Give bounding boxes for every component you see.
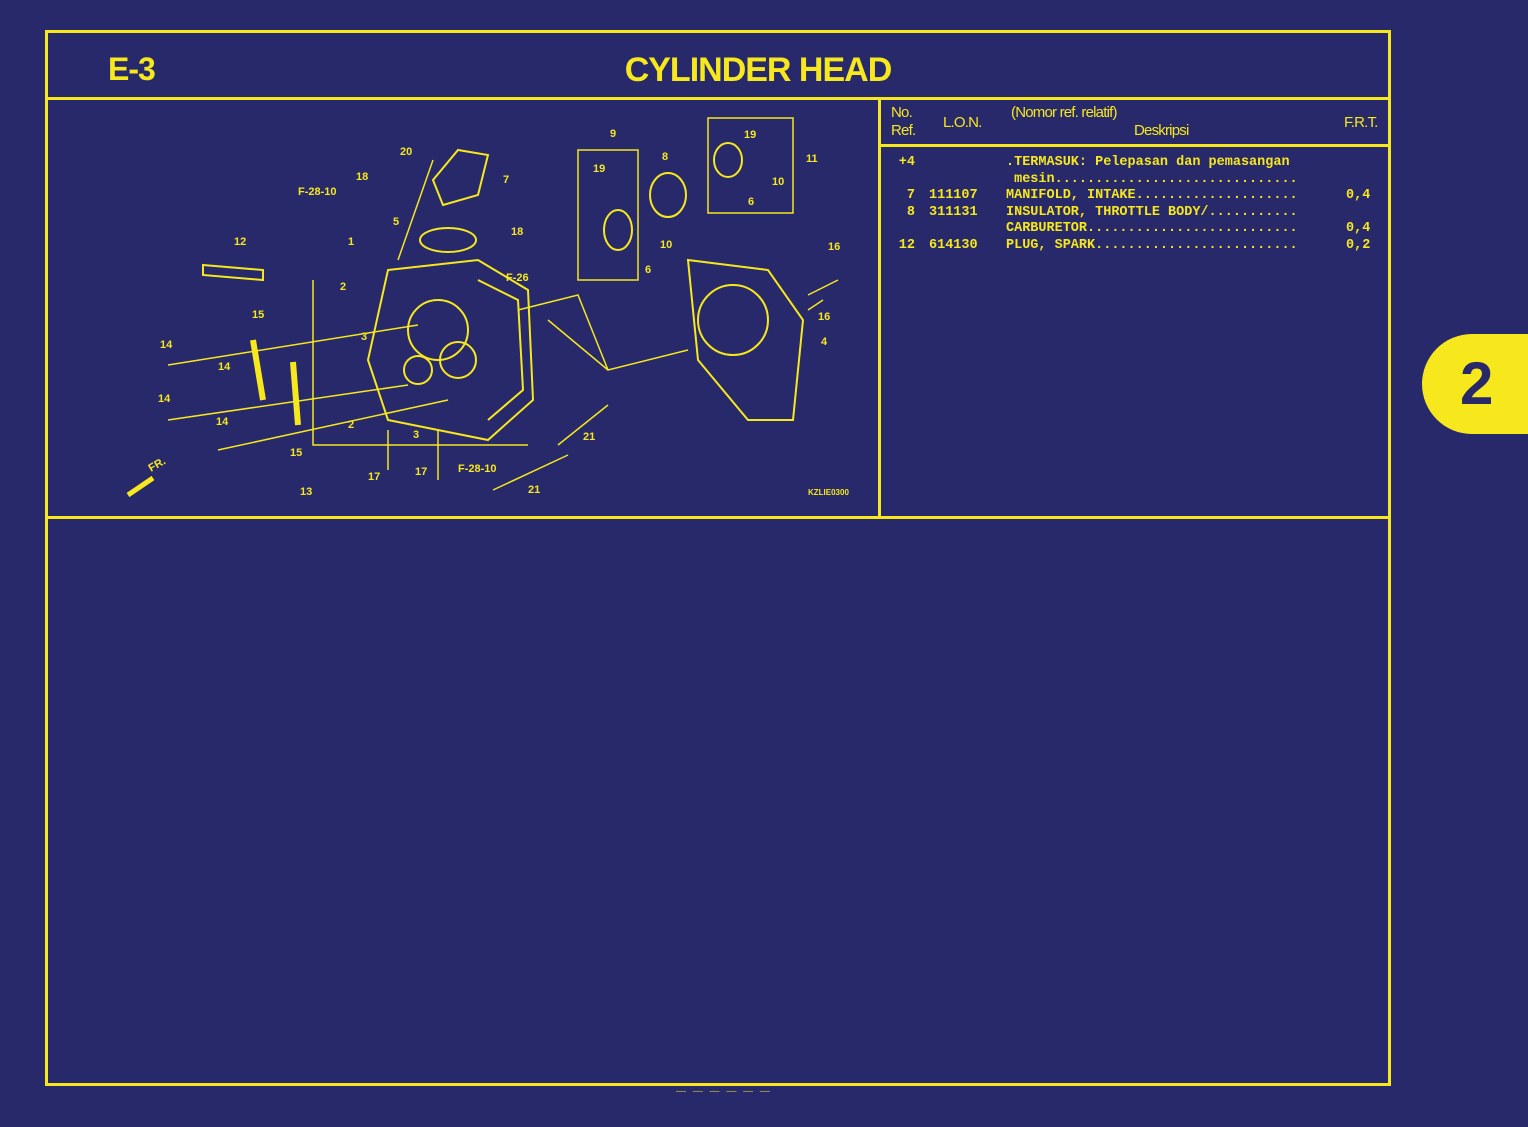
- cell-ref: 8: [906, 204, 915, 220]
- insulator-part: [649, 172, 687, 218]
- callout-label: 21: [528, 484, 540, 496]
- callout-label: 14: [216, 416, 229, 428]
- callout-label: 1: [348, 236, 354, 248]
- col-no-header: No.: [891, 104, 913, 121]
- col-frt-header: F.R.T.: [1344, 114, 1378, 131]
- table-header: No. Ref. L.O.N. (Nomor ref. relatif) Des…: [881, 100, 1388, 147]
- callout-label: 19: [744, 129, 756, 141]
- callout-label: 15: [252, 309, 264, 321]
- callout-label: F-28-10: [298, 186, 337, 198]
- cell-desc: mesin..............................: [1006, 171, 1298, 187]
- section-code: E-3: [108, 51, 156, 87]
- parts-table: No. Ref. L.O.N. (Nomor ref. relatif) Des…: [881, 100, 1388, 519]
- callout-label: 14: [160, 339, 173, 351]
- callout-label: 13: [300, 486, 312, 498]
- callout-label: 16: [818, 311, 830, 323]
- callout-label: 17: [415, 466, 427, 478]
- page-title: CYLINDER HEAD: [624, 51, 893, 89]
- front-arrow-icon: [126, 475, 155, 498]
- diagram-code: KZLIE0300: [808, 488, 849, 497]
- callout-label: 14: [218, 361, 231, 373]
- gasket-part: [686, 258, 805, 421]
- callout-label: 2: [348, 419, 354, 431]
- callout-label: 15: [290, 447, 302, 459]
- col-desc-header: Deskripsi: [1134, 122, 1189, 139]
- callout-label: 18: [511, 226, 523, 238]
- callout-label: 6: [748, 196, 754, 208]
- col-ref-header: Ref.: [891, 122, 916, 139]
- callout-label: 5: [393, 216, 399, 228]
- section-tab[interactable]: 2: [1422, 334, 1528, 434]
- cell-ref: +4: [898, 155, 915, 170]
- cell-desc: PLUG, SPARK.........................: [1006, 237, 1298, 253]
- cell-frt: 0,4: [1346, 221, 1371, 236]
- cell-lon: 614130: [929, 237, 978, 253]
- callout-label: 16: [828, 241, 840, 253]
- page-header: E-3 CYLINDER HEAD: [48, 33, 1388, 100]
- cell-desc: CARBURETOR..........................: [1006, 221, 1298, 236]
- col-desc-subheader: (Nomor ref. relatif): [1011, 104, 1117, 121]
- callout-label: 2: [340, 281, 346, 293]
- callout-label: 10: [772, 176, 784, 188]
- callout-label: F-28-10: [458, 463, 497, 475]
- cell-lon: 311131: [929, 204, 978, 220]
- callout-label: 18: [356, 171, 368, 183]
- callout-label: 9: [610, 128, 616, 140]
- callout-label: 7: [503, 174, 509, 186]
- front-direction-label: FR.: [147, 455, 168, 474]
- cell-ref: 12: [898, 237, 915, 253]
- callout-label: 11: [806, 153, 818, 165]
- callout-label: 3: [361, 331, 367, 343]
- callout-label: 10: [660, 239, 672, 251]
- footer-date: — — — — — —: [676, 1086, 772, 1094]
- callout-label: 19: [593, 163, 605, 175]
- manifold-part: [431, 148, 490, 207]
- page-frame: E-3 CYLINDER HEAD: [45, 30, 1391, 1086]
- cell-lon: 111107: [929, 188, 978, 203]
- callout-label: F-26: [506, 272, 529, 284]
- callout-label: 4: [821, 336, 828, 348]
- callout-label: 17: [368, 471, 380, 483]
- callout-label: 8: [662, 151, 668, 163]
- cell-frt: 0,4: [1346, 188, 1371, 203]
- callout-label: 20: [400, 146, 412, 158]
- callout-label: 21: [583, 431, 595, 443]
- col-lon-header: L.O.N.: [943, 114, 982, 131]
- callout-label: 3: [413, 429, 419, 441]
- cylinder-head-part: [366, 258, 535, 442]
- cell-frt: 0,2: [1346, 237, 1371, 253]
- spark-plug-part: [202, 263, 264, 282]
- callout-label: 14: [158, 393, 171, 405]
- cell-desc: INSULATOR, THROTTLE BODY/...........: [1006, 204, 1298, 220]
- cell-desc: MANIFOLD, INTAKE....................: [1006, 188, 1298, 203]
- callout-label: 6: [645, 264, 651, 276]
- cell-desc: .TERMASUK: Pelepasan dan pemasangan: [1006, 155, 1290, 170]
- cell-ref: 7: [906, 188, 915, 203]
- callout-label: 12: [234, 236, 246, 248]
